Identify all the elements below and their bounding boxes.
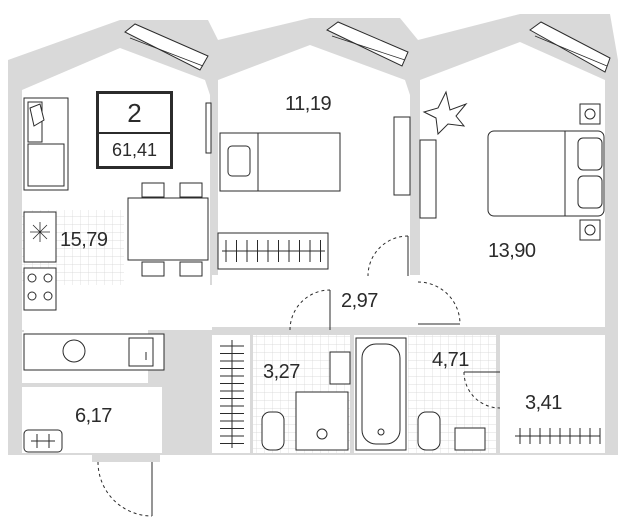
doors — [97, 235, 501, 517]
wardrobe-floor — [212, 335, 250, 453]
sink-bath-2 — [454, 427, 486, 451]
total-area: 61,41 — [111, 140, 158, 160]
sofa — [23, 97, 69, 191]
room-count: 2 — [99, 94, 170, 134]
stove — [23, 267, 57, 311]
windows — [124, 21, 611, 73]
window-bedroom-small — [326, 21, 409, 67]
shower-tray — [295, 391, 349, 451]
apartment-summary: 2 61,41 — [96, 91, 173, 169]
door-bathroom-2 — [463, 371, 501, 409]
door-bathroom-1 — [289, 289, 331, 331]
wardrobe-bedroom-small — [217, 232, 329, 270]
toilet-2 — [417, 411, 441, 451]
desk-small — [205, 102, 212, 154]
storage-floor — [500, 335, 605, 453]
corridor-floor — [212, 275, 420, 327]
area-label-bedroom-large: 13,90 — [488, 240, 536, 262]
toilet-1 — [261, 411, 285, 451]
door-bedroom-large — [417, 281, 461, 325]
bathroom-2-fixtures — [417, 411, 486, 451]
bed-double — [487, 103, 605, 241]
bathroom-1-fixtures — [261, 351, 351, 451]
washing-machine — [62, 339, 86, 363]
sink-bath-1 — [329, 351, 351, 385]
kitchen-sink — [128, 337, 154, 367]
area-label-living-kitchen: 15,79 — [60, 229, 108, 251]
window-living — [124, 23, 209, 71]
kitchen — [23, 211, 165, 371]
bed-single — [219, 132, 341, 192]
door-bedroom-small — [367, 235, 409, 277]
door-entrance — [97, 461, 153, 517]
area-label-storage: 3,41 — [525, 392, 562, 414]
area-label-bedroom-small: 11,19 — [285, 93, 332, 115]
plant-icon — [422, 90, 468, 136]
area-label-corridor: 2,97 — [341, 290, 378, 312]
closet-doors — [393, 116, 437, 219]
area-label-bathroom-2: 4,71 — [432, 349, 469, 371]
window-bedroom-large — [529, 21, 611, 73]
bathtub — [355, 337, 407, 451]
dining-table — [127, 182, 209, 277]
area-label-bathroom-1: 3,27 — [263, 361, 300, 383]
area-label-hallway: 6,17 — [75, 405, 112, 427]
radiator — [23, 429, 63, 453]
